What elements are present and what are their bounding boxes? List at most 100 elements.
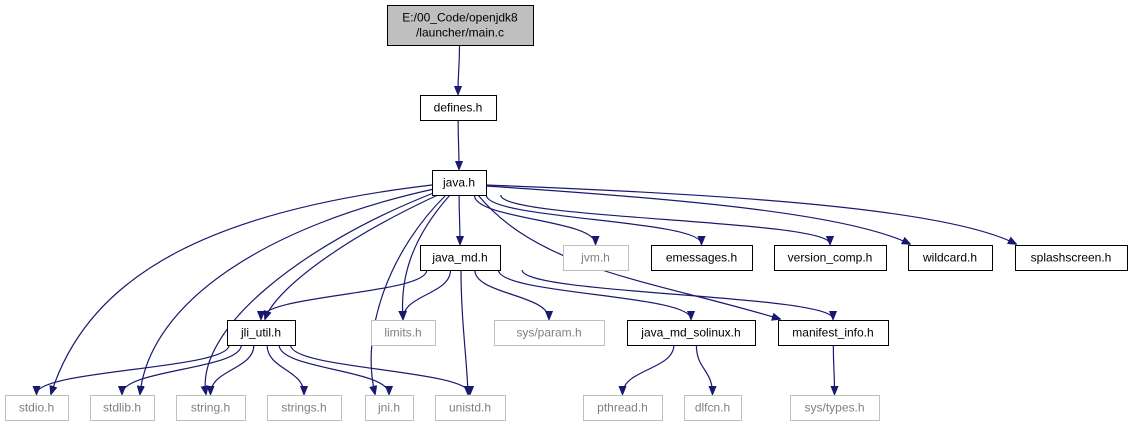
- edge-java-to-limits: [403, 194, 451, 319]
- edge-jli_util-to-unistd: [290, 344, 470, 394]
- node-label: emessages.h: [666, 251, 737, 265]
- edge-java-to-java_md: [459, 194, 460, 244]
- node-splashscreen[interactable]: splashscreen.h: [1015, 245, 1128, 271]
- node-box: [267, 395, 342, 421]
- node-label: wildcard.h: [922, 251, 977, 265]
- node-manifest-info[interactable]: manifest_info.h: [778, 320, 889, 346]
- edge-manifest_info-to-sys_types: [833, 344, 834, 394]
- node-box: [387, 5, 534, 46]
- node-box: [435, 395, 506, 421]
- edge-java-to-wildcard: [485, 185, 910, 244]
- edge-main-to-defines: [458, 44, 460, 94]
- node-label: java_md_solinux.h: [640, 326, 740, 340]
- node-box: [176, 395, 246, 421]
- edge-java-to-jli_util: [265, 193, 441, 319]
- node-box: [365, 395, 414, 421]
- node-box: [563, 245, 629, 271]
- edge-java_md_solinux-to-dlfcn: [695, 344, 712, 394]
- node-box: [583, 395, 663, 421]
- node-pthread: pthread.h: [583, 395, 663, 421]
- dependency-edges: [37, 44, 1017, 394]
- edge-java-to-splashscreen: [485, 184, 1016, 244]
- node-label: sys/param.h: [516, 326, 581, 340]
- node-limits: limits.h: [371, 320, 436, 346]
- node-label: splashscreen.h: [1031, 251, 1112, 265]
- edge-jli_util-to-strings: [266, 344, 304, 394]
- edge-jli_util-to-stdio: [37, 344, 230, 394]
- node-unistd: unistd.h: [435, 395, 506, 421]
- edge-defines-to-java: [458, 119, 459, 169]
- node-box: [651, 245, 753, 271]
- node-label: dlfcn.h: [695, 401, 730, 415]
- edge-java_md-to-sys_param: [474, 269, 549, 319]
- node-label: sys/types.h: [804, 401, 864, 415]
- node-box: [908, 245, 993, 271]
- node-label: string.h: [191, 401, 230, 415]
- node-label: java_md.h: [431, 251, 487, 265]
- node-stdlib: stdlib.h: [90, 395, 155, 421]
- edge-java_md-to-jli_util: [261, 269, 428, 319]
- node-stdio: stdio.h: [5, 395, 69, 421]
- file-nodes: E:/00_Code/openjdk8/launcher/main.cdefin…: [5, 5, 1128, 421]
- edge-java-to-emessages: [485, 194, 701, 244]
- node-label: unistd.h: [449, 401, 491, 415]
- node-label: strings.h: [281, 401, 326, 415]
- node-box: [774, 245, 887, 271]
- node-box: [627, 320, 756, 346]
- node-box: [371, 320, 436, 346]
- node-label: stdlib.h: [103, 401, 141, 415]
- node-label: jli_util.h: [240, 326, 281, 340]
- edge-java_md-to-manifest_info: [521, 269, 833, 319]
- edge-java-to-stdlib: [140, 188, 435, 394]
- node-sys-param: sys/param.h: [494, 320, 605, 346]
- edge-jli_util-to-stdlib: [122, 344, 242, 394]
- node-dlfcn: dlfcn.h: [684, 395, 742, 421]
- edge-java_md-to-java_md_solinux: [497, 269, 692, 319]
- node-string: string.h: [176, 395, 246, 421]
- node-wildcard[interactable]: wildcard.h: [908, 245, 993, 271]
- node-label: jni.h: [377, 401, 400, 415]
- node-box: [778, 320, 889, 346]
- node-box: [1015, 245, 1128, 271]
- node-java-md-solinux[interactable]: java_md_solinux.h: [627, 320, 756, 346]
- node-label: java.h: [442, 176, 475, 190]
- edge-java_md-to-limits: [403, 269, 452, 319]
- node-label: jvm.h: [580, 251, 610, 265]
- edge-java-to-jni: [371, 194, 447, 394]
- node-main[interactable]: E:/00_Code/openjdk8/launcher/main.c: [387, 5, 534, 46]
- node-label: pthread.h: [597, 401, 648, 415]
- node-jli-util[interactable]: jli_util.h: [227, 320, 296, 346]
- node-jvm: jvm.h: [563, 245, 629, 271]
- node-java-md[interactable]: java_md.h: [420, 245, 501, 271]
- node-box: [420, 245, 501, 271]
- edge-java-to-string: [205, 191, 437, 394]
- node-sys-types: sys/types.h: [790, 395, 880, 421]
- node-label: /launcher/main.c: [416, 26, 504, 40]
- node-box: [790, 395, 880, 421]
- node-jni: jni.h: [365, 395, 414, 421]
- node-emessages[interactable]: emessages.h: [651, 245, 753, 271]
- node-label: version_comp.h: [788, 251, 873, 265]
- node-strings: strings.h: [267, 395, 342, 421]
- edge-java-to-stdio: [51, 184, 433, 394]
- edge-java_md_solinux-to-pthread: [623, 344, 675, 394]
- edge-java_md-to-unistd: [460, 269, 468, 394]
- edge-java-to-version_comp: [500, 194, 830, 244]
- edge-java-to-jvm: [473, 194, 595, 244]
- node-box: [432, 170, 487, 196]
- node-label: defines.h: [434, 101, 483, 115]
- node-java[interactable]: java.h: [432, 170, 487, 196]
- node-defines[interactable]: defines.h: [420, 95, 497, 121]
- node-box: [494, 320, 605, 346]
- node-label: manifest_info.h: [792, 326, 873, 340]
- edge-jli_util-to-jni: [278, 344, 389, 394]
- node-box: [90, 395, 155, 421]
- node-box: [684, 395, 742, 421]
- node-version-comp[interactable]: version_comp.h: [774, 245, 887, 271]
- edge-jli_util-to-string: [211, 344, 255, 394]
- node-box: [420, 95, 497, 121]
- node-label: stdio.h: [19, 401, 54, 415]
- node-label: E:/00_Code/openjdk8: [402, 11, 518, 25]
- node-box: [5, 395, 69, 421]
- node-label: limits.h: [384, 326, 421, 340]
